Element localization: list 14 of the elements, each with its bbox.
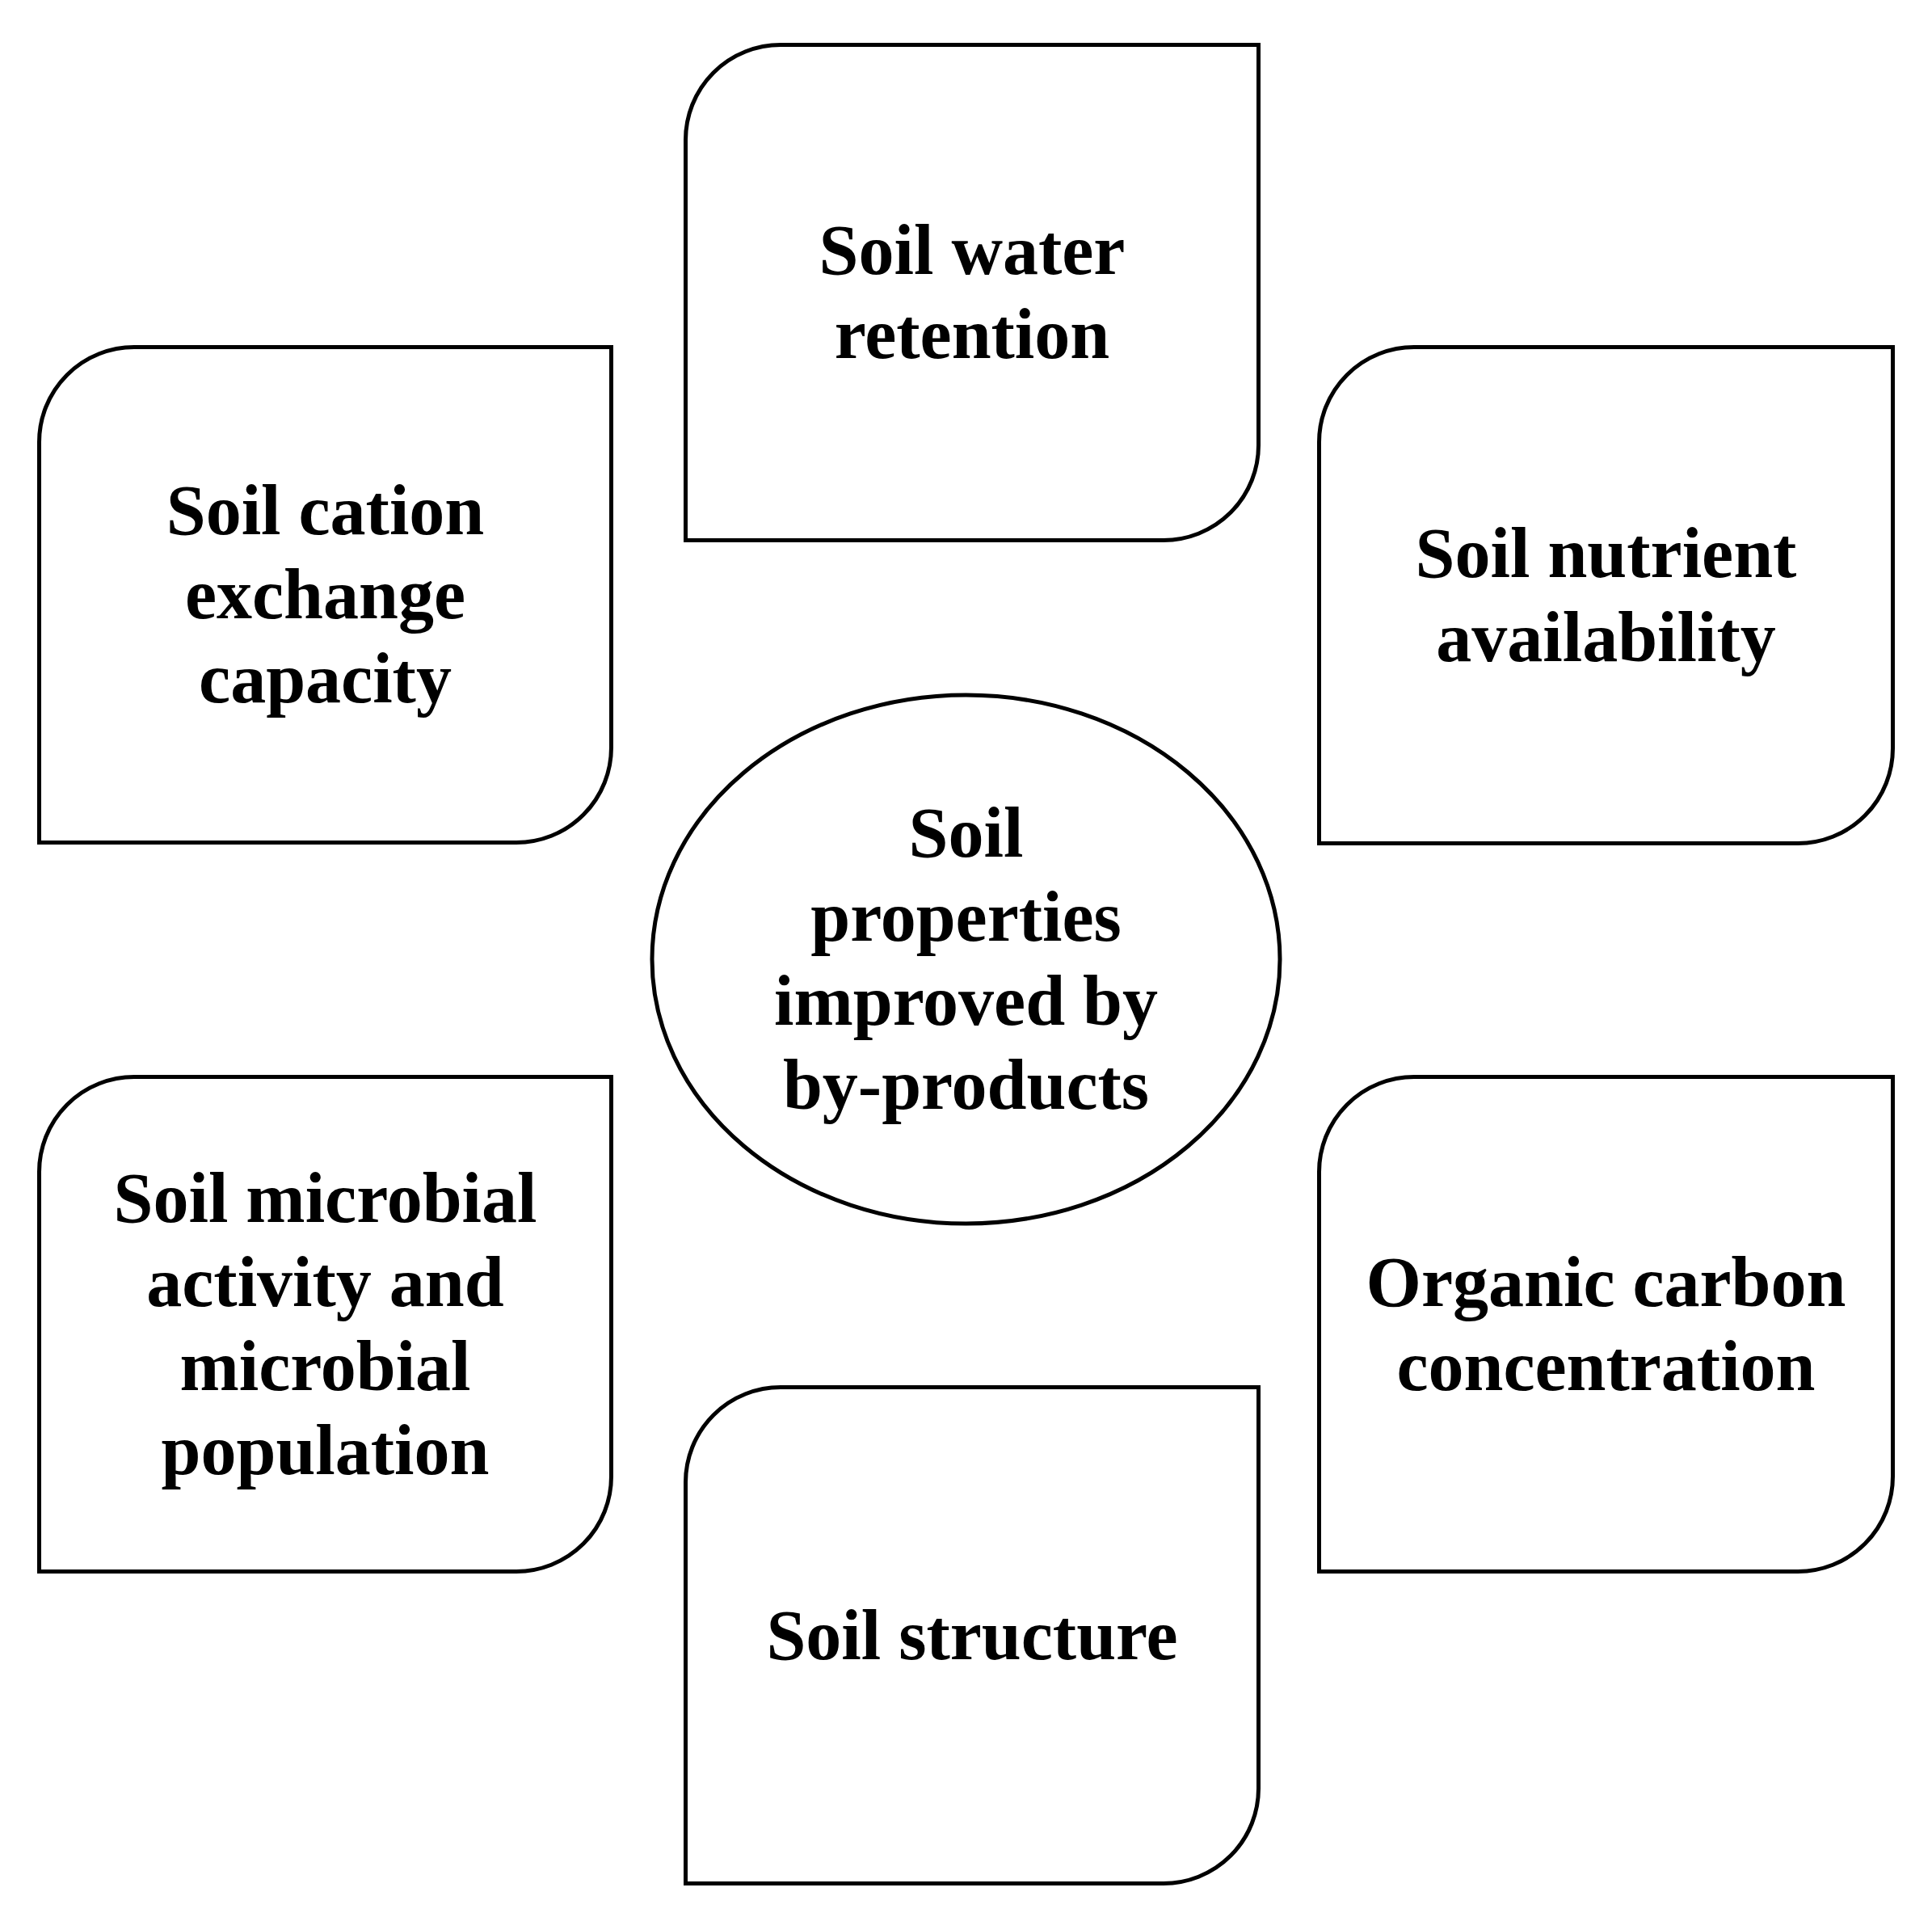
rounded-box (1317, 1075, 1895, 1574)
node-text: Soil nutrient availability (1414, 512, 1798, 678)
node-text: Organic carbon concentration (1365, 1241, 1847, 1407)
rounded-box (684, 1385, 1261, 1885)
rounded-box (1317, 345, 1895, 845)
rounded-box (37, 1075, 613, 1574)
node-text: Soil cation exchange capacity (165, 470, 486, 719)
ellipse-node (650, 693, 1282, 1226)
node-text: Soil structure (766, 1595, 1178, 1676)
node-text: Soil properties improved by by-products (772, 793, 1160, 1126)
node-text: Soil water retention (818, 210, 1126, 375)
rounded-box (684, 43, 1261, 542)
node-text: Soil microbial activity and microbial population (112, 1157, 538, 1491)
rounded-box (37, 345, 613, 845)
